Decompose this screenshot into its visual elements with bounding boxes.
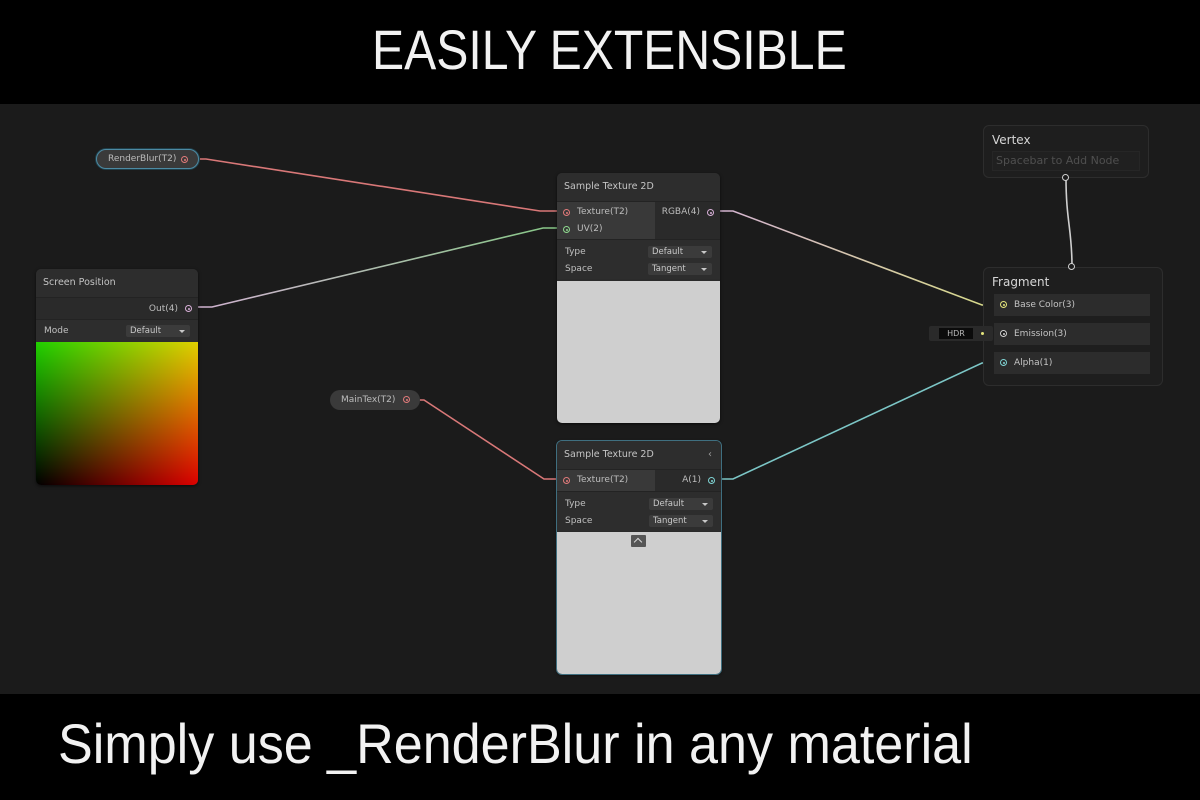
- type-dropdown[interactable]: Default: [648, 245, 712, 258]
- vertex-title: Vertex: [992, 133, 1031, 147]
- space-dropdown[interactable]: Tangent: [648, 262, 712, 275]
- port-dot-icon[interactable]: [707, 209, 714, 216]
- vertex-output-port-icon[interactable]: [1062, 174, 1069, 181]
- output-port-icon[interactable]: [403, 396, 410, 403]
- hdr-color-swatch[interactable]: HDR: [939, 328, 973, 339]
- chevron-down-icon: [702, 502, 708, 506]
- port-label: UV(2): [577, 224, 603, 234]
- top-banner: EASILY EXTENSIBLE: [0, 0, 1200, 104]
- texture-preview: [557, 532, 721, 674]
- output-port-icon[interactable]: [181, 156, 188, 163]
- type-dropdown[interactable]: Default: [649, 497, 713, 510]
- control-label: Space: [565, 515, 593, 526]
- input-port-uv[interactable]: UV(2): [557, 221, 655, 238]
- property-label: RenderBlur(T2): [108, 154, 177, 164]
- port-dot-icon[interactable]: [563, 226, 570, 233]
- port-dot-icon[interactable]: [1000, 330, 1007, 337]
- control-label: Mode: [44, 325, 69, 336]
- slot-alpha[interactable]: Alpha(1): [994, 352, 1150, 374]
- chevron-down-icon: [701, 267, 707, 271]
- master-vertex-block[interactable]: Vertex Spacebar to Add Node: [983, 125, 1149, 178]
- port-label: Texture(T2): [577, 475, 629, 485]
- texture-preview: [557, 281, 720, 423]
- emission-hdr-field[interactable]: HDR: [929, 326, 993, 341]
- chevron-down-icon: [701, 250, 707, 254]
- master-fragment-block[interactable]: Fragment Base Color(3) Emission(3) Alpha…: [983, 267, 1163, 386]
- screen-position-preview: [36, 342, 198, 485]
- node-header[interactable]: Sample Texture 2D ‹: [557, 441, 721, 469]
- port-dot-icon[interactable]: [708, 477, 715, 484]
- port-dot-icon[interactable]: [1000, 301, 1007, 308]
- bottom-banner: Simply use _RenderBlur in any material: [0, 694, 1200, 800]
- port-label: A(1): [682, 475, 701, 485]
- control-label: Type: [565, 246, 586, 257]
- collapse-preview-button[interactable]: [631, 535, 646, 547]
- property-node-maintex[interactable]: MainTex(T2): [330, 390, 420, 410]
- port-label: Texture(T2): [577, 207, 629, 217]
- input-port-texture[interactable]: Texture(T2): [557, 472, 655, 489]
- collapse-chevron-icon[interactable]: ‹: [708, 449, 712, 460]
- chevron-down-icon: [702, 519, 708, 523]
- control-label: Type: [565, 498, 586, 509]
- node-sample-texture-2d-bottom[interactable]: Sample Texture 2D ‹ Texture(T2) A(1) Typ…: [556, 440, 722, 675]
- fragment-title: Fragment: [992, 275, 1050, 289]
- port-dot-icon[interactable]: [185, 305, 192, 312]
- input-port-texture[interactable]: Texture(T2): [557, 204, 655, 221]
- slot-emission[interactable]: Emission(3): [994, 323, 1150, 345]
- port-label: Out(4): [148, 303, 178, 314]
- port-dot-icon[interactable]: [1000, 359, 1007, 366]
- node-header[interactable]: Screen Position: [36, 269, 198, 297]
- control-space: Space Tangent: [557, 512, 721, 529]
- output-port-out[interactable]: Out(4): [36, 300, 198, 318]
- node-header[interactable]: Sample Texture 2D: [557, 173, 720, 201]
- fragment-input-port-icon[interactable]: [1068, 263, 1075, 270]
- slot-base-color[interactable]: Base Color(3): [994, 294, 1150, 316]
- banner-title: EASILY EXTENSIBLE: [372, 18, 847, 81]
- property-node-renderblur[interactable]: RenderBlur(T2): [96, 149, 199, 169]
- output-port-a[interactable]: A(1): [655, 472, 721, 489]
- space-dropdown[interactable]: Tangent: [649, 514, 713, 527]
- inline-port-icon: [981, 332, 984, 335]
- control-label: Space: [565, 263, 593, 274]
- port-label: RGBA(4): [661, 207, 700, 217]
- property-label: MainTex(T2): [341, 395, 396, 405]
- add-node-placeholder[interactable]: Spacebar to Add Node: [992, 151, 1140, 171]
- port-dot-icon[interactable]: [563, 477, 570, 484]
- control-space: Space Tangent: [557, 260, 720, 277]
- control-type: Type Default: [557, 495, 721, 512]
- output-port-rgba[interactable]: RGBA(4): [655, 204, 720, 221]
- banner-caption: Simply use _RenderBlur in any material: [58, 712, 973, 775]
- mode-dropdown[interactable]: Default: [126, 324, 190, 337]
- node-screen-position[interactable]: Screen Position Out(4) Mode Default: [36, 269, 198, 485]
- chevron-down-icon: [179, 329, 185, 333]
- control-type: Type Default: [557, 243, 720, 260]
- node-sample-texture-2d-top[interactable]: Sample Texture 2D Texture(T2) UV(2) RGBA…: [557, 173, 720, 423]
- port-dot-icon[interactable]: [563, 209, 570, 216]
- control-mode: Mode Default: [36, 322, 198, 339]
